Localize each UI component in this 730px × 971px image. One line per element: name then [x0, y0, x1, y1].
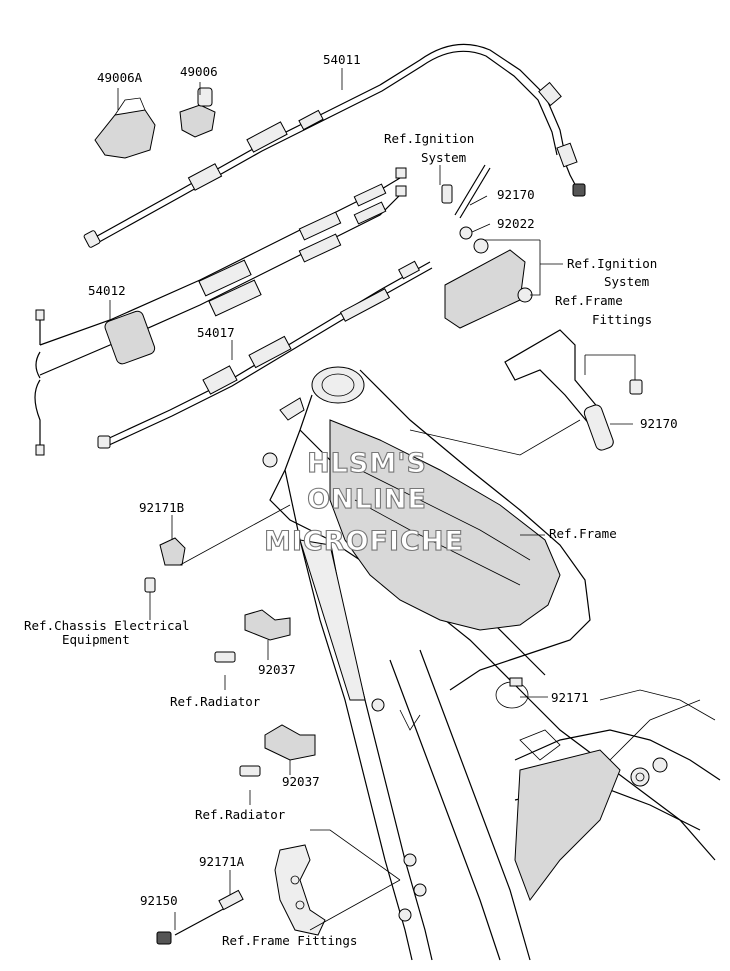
- label-ref-chassis-sub: Equipment: [62, 632, 130, 647]
- clamp-92037-lower: [239, 724, 316, 777]
- cable-54017: [97, 260, 433, 449]
- label-92150: 92150: [140, 893, 178, 908]
- frame-head-tube: [311, 366, 365, 404]
- label-49006A: 49006A: [97, 70, 143, 85]
- cable-54011: [83, 43, 586, 248]
- bottom-fittings: [156, 844, 326, 945]
- label-ref-ignition-1-sub: System: [421, 150, 466, 165]
- label-92022: 92022: [497, 216, 535, 231]
- ignition-unit: [444, 249, 526, 329]
- label-49006: 49006: [180, 64, 218, 79]
- watermark-line-2: ONLINE: [307, 484, 427, 515]
- label-ref-frame-fittings-sub: Fittings: [592, 312, 652, 327]
- label-54017: 54017: [197, 325, 235, 340]
- label-92037-upper: 92037: [258, 662, 296, 677]
- label-54011: 54011: [323, 52, 361, 67]
- label-92171B: 92171B: [139, 500, 184, 515]
- labels: 49006A 49006 54011 54012 54017 Ref.Ignit…: [24, 52, 678, 948]
- watermark-line-3: MICROFICHE: [264, 526, 464, 557]
- label-92171: 92171: [551, 690, 589, 705]
- clamp-92037-upper: [214, 609, 291, 663]
- label-92170-top: 92170: [497, 187, 535, 202]
- label-92170-right: 92170: [640, 416, 678, 431]
- label-ref-ignition-1: Ref.Ignition: [384, 131, 474, 146]
- label-92037-lower: 92037: [282, 774, 320, 789]
- watermark-line-1: HLSM'S: [307, 448, 427, 479]
- leader-lines: [109, 68, 636, 931]
- label-ref-radiator-2: Ref.Radiator: [195, 807, 286, 822]
- label-ref-frame-fittings-bottom: Ref.Frame Fittings: [222, 933, 357, 948]
- frame-drawing: [262, 366, 721, 961]
- label-ref-ignition-2: Ref.Ignition: [567, 256, 657, 271]
- label-ref-radiator-1: Ref.Radiator: [170, 694, 261, 709]
- label-54012: 54012: [88, 283, 126, 298]
- label-ref-frame: Ref.Frame: [549, 526, 617, 541]
- clip-92171B: [144, 537, 186, 593]
- frame-spar: [329, 419, 561, 631]
- label-ref-ignition-2-sub: System: [604, 274, 649, 289]
- label-ref-chassis: Ref.Chassis Electrical: [24, 618, 190, 633]
- bolt-top: [441, 184, 453, 204]
- part-49006A-drawing: [94, 97, 156, 159]
- band-92171: [495, 677, 529, 709]
- label-ref-frame-fittings: Ref.Frame: [555, 293, 623, 308]
- cable-54012: [34, 167, 407, 456]
- ignition-parts: [441, 164, 643, 451]
- watermark: HLSM'S ONLINE MICROFICHE: [264, 447, 464, 557]
- label-92171A: 92171A: [199, 854, 245, 869]
- part-49006-drawing: [179, 87, 216, 138]
